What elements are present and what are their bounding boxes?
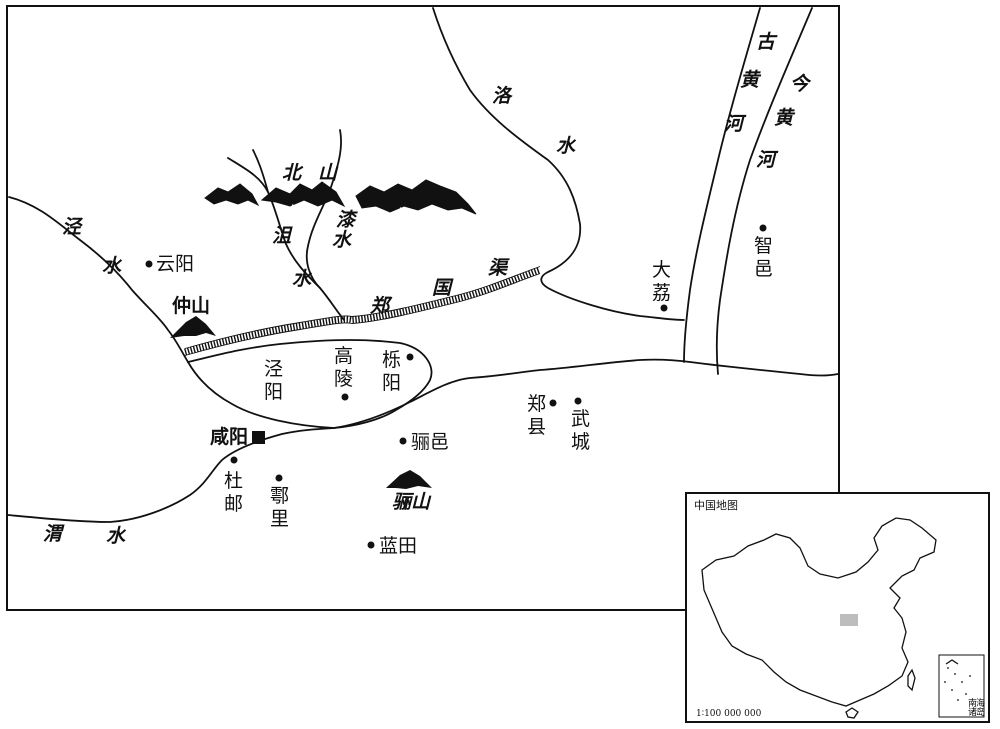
south-sea-label-3: 诸 [968, 707, 977, 718]
qi-river-label-2: 水 [332, 229, 353, 251]
zhongshan-label: 仲山 [172, 294, 210, 317]
canal-label-1: 郑 [370, 295, 393, 317]
jingyang-label-1: 泾 [264, 358, 283, 380]
beishan-label-2: 山 [318, 162, 339, 184]
south-sea-islands [944, 667, 971, 701]
dali-marker [660, 304, 668, 312]
canal-label-3: 渠 [488, 257, 510, 279]
zhengxian-label-2: 县 [527, 416, 546, 438]
wucheng-marker [574, 397, 582, 405]
study-area-highlight [840, 614, 858, 626]
yunyang-marker [145, 260, 153, 268]
south-sea-label-4: 岛 [976, 706, 985, 718]
lantian-label: 蓝田 [379, 535, 417, 557]
china-outline [701, 517, 937, 707]
qi-river-branch [252, 149, 269, 193]
lantian-marker [367, 541, 375, 549]
zhengxian-marker [549, 399, 557, 407]
luo-river-label-1: 洛 [492, 85, 513, 107]
ancient-yellow-river-line [683, 7, 761, 363]
lishan-label: 骊山 [392, 491, 432, 513]
modern-yellow-label-2: 黄 [774, 107, 796, 129]
liyi-marker [399, 437, 407, 445]
duyou-marker [230, 456, 238, 464]
south-sea-label-1: 南 [968, 697, 977, 709]
luo-river-line [432, 7, 685, 321]
canal-label-2: 国 [432, 277, 454, 299]
dali-label-1: 大 [652, 259, 671, 281]
yueyang-label-2: 阳 [382, 372, 401, 394]
gaoling-label-2: 陵 [334, 368, 353, 390]
huli-marker [275, 474, 283, 482]
south-sea-box [938, 654, 985, 718]
xianyang-marker [252, 431, 265, 444]
modern-yellow-river-line [715, 7, 813, 375]
ancient-yellow-label-3: 河 [724, 113, 747, 135]
basin-line [187, 339, 433, 429]
jing-river-line [8, 196, 335, 429]
modern-yellow-label-3: 河 [756, 149, 779, 171]
gaoling-label-1: 高 [334, 345, 353, 367]
qi-river-line [305, 129, 342, 289]
beishan-mountains [204, 179, 477, 215]
ju-river-line [227, 157, 345, 321]
jingyang-label-2: 阳 [264, 381, 283, 403]
ju-river-label-2: 水 [292, 268, 313, 290]
wei-river-label-1: 渭 [43, 523, 65, 545]
zhiyi-label-2: 邑 [754, 258, 773, 280]
zhongshan-mountain [170, 316, 216, 338]
huli-label-1: 鄠 [270, 485, 289, 507]
beishan-label-1: 北 [282, 162, 304, 184]
ancient-yellow-label-2: 黄 [740, 69, 762, 91]
inset-scale: 1∶100 000 000 [696, 709, 762, 719]
zhengxian-label-1: 郑 [527, 393, 546, 415]
hainan-outline [845, 707, 859, 719]
wucheng-label-1: 武 [571, 408, 590, 430]
duyou-label-2: 邮 [224, 493, 243, 515]
xianyang-label: 咸阳 [210, 425, 248, 448]
wei-river-line [7, 358, 839, 523]
huli-label-2: 里 [270, 508, 289, 530]
modern-yellow-label-1: 今 [790, 73, 812, 95]
ju-river-label-1: 沮 [272, 225, 293, 247]
taiwan-outline [907, 668, 916, 692]
gaoling-marker [341, 393, 349, 401]
yunyang-label: 云阳 [156, 253, 194, 275]
wei-river-label-2: 水 [106, 525, 127, 547]
wucheng-label-2: 城 [571, 431, 590, 453]
luo-river-label-2: 水 [556, 135, 577, 157]
jing-river-label-2: 水 [102, 255, 123, 277]
inset-china-map: 中国地图 南 海 诸 岛 1∶100 000 000 [685, 492, 990, 723]
ancient-yellow-label-1: 古 [756, 31, 778, 53]
jing-river-label-1: 泾 [62, 216, 83, 238]
duyou-label-1: 杜 [224, 470, 243, 492]
zhiyi-label-1: 智 [754, 235, 773, 257]
qi-river-label-1: 漆 [336, 209, 358, 231]
yueyang-label-1: 栎 [382, 349, 401, 371]
lishan-mountain [386, 470, 432, 489]
zhengguo-canal [184, 266, 542, 356]
yueyang-marker [406, 353, 414, 361]
south-sea-label-2: 海 [976, 697, 985, 709]
liyi-label: 骊邑 [411, 431, 449, 453]
zhiyi-marker [759, 224, 767, 232]
inset-title: 中国地图 [694, 499, 738, 512]
dali-label-2: 荔 [652, 282, 671, 304]
